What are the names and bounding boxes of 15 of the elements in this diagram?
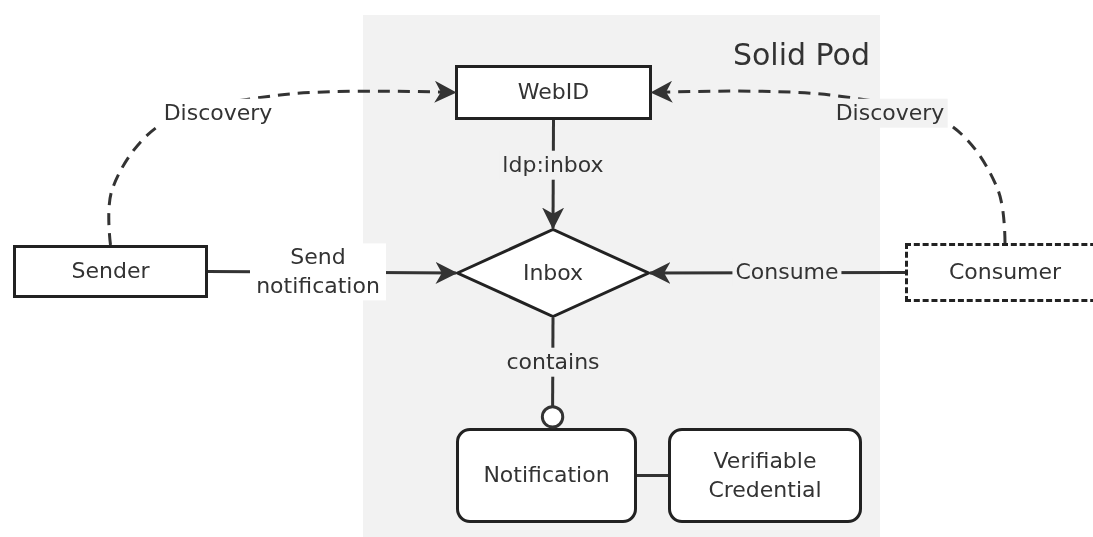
connector-line [637,474,668,477]
node-label: Sender [71,257,150,286]
node-label: Inbox [522,258,584,287]
edge-label: Send notification [250,243,386,301]
rounded-box [668,428,862,523]
node-label: Notification [483,461,610,490]
decision-diamond [456,228,650,318]
process-box [13,245,208,298]
process-box [905,243,1093,302]
rounded-box [456,428,637,523]
node-label: WebID [517,78,590,107]
node-label: Consumer [948,258,1062,287]
process-box [455,65,652,120]
node-label: Verifiable Credential [707,446,823,504]
region-title: Solid Pod [732,36,870,74]
